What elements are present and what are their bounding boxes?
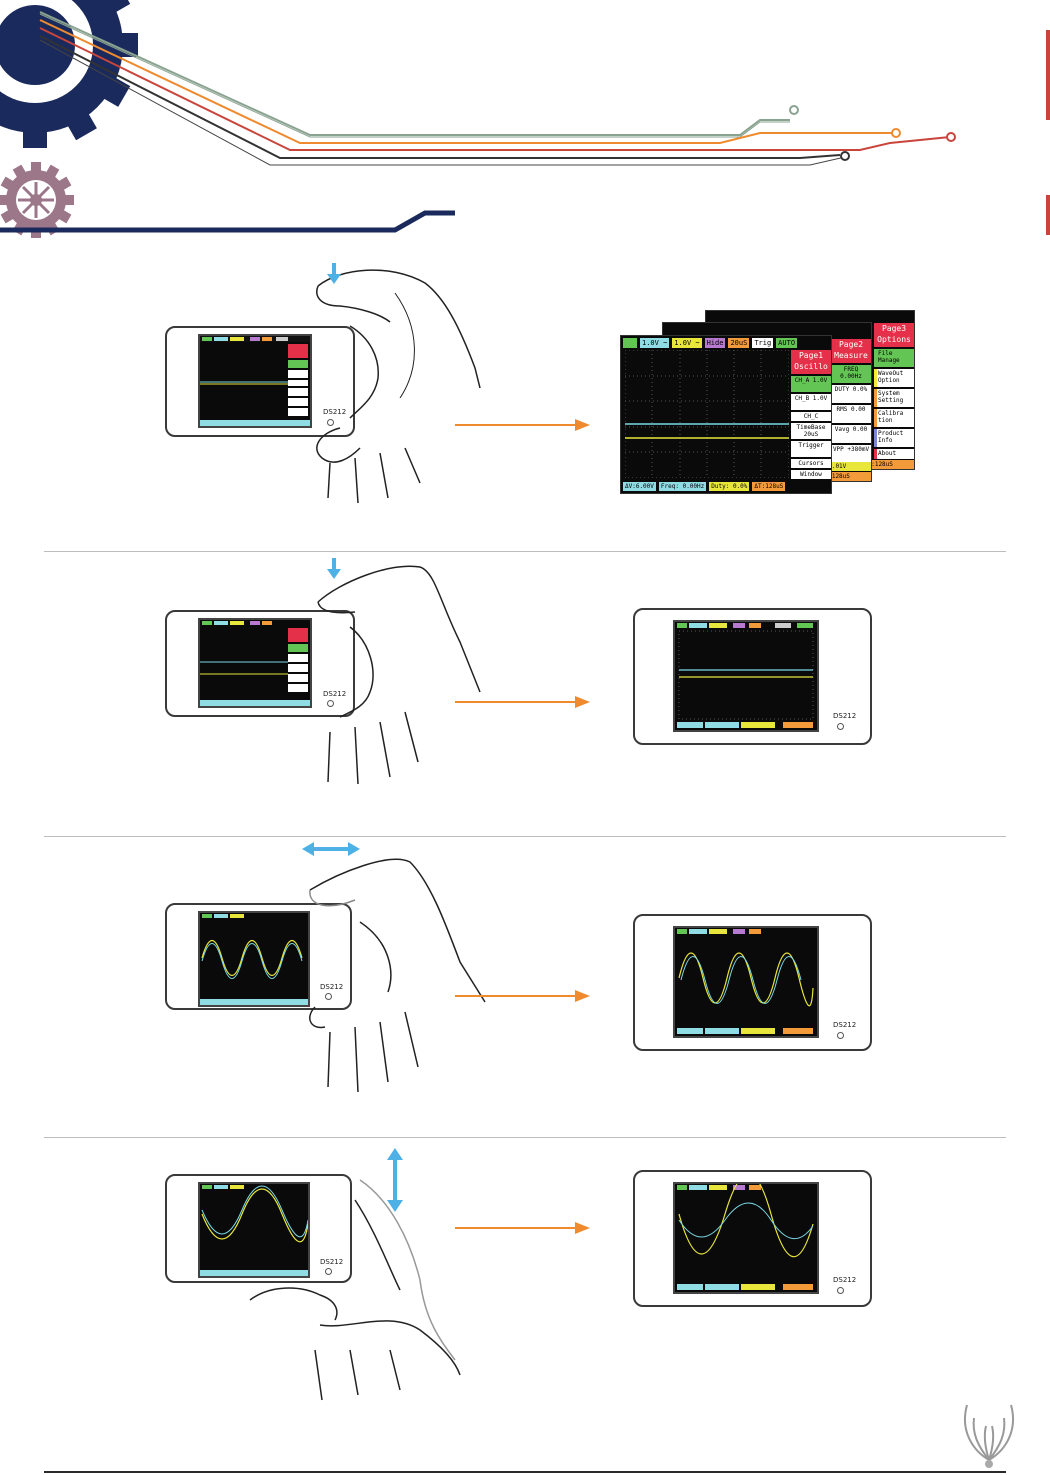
page2-status: ΔT:128uS bbox=[821, 472, 871, 481]
page2-status-left: δ:4.01V bbox=[821, 462, 871, 471]
gear-icon bbox=[0, 0, 138, 148]
screen-statusbar: ΔV:6.00V Freq: 0.00Hz Duty: 0.0% ΔT:128u… bbox=[623, 482, 786, 491]
page1-item[interactable]: TimeBase 20uS bbox=[791, 423, 831, 439]
power-led bbox=[325, 993, 332, 1000]
battery-icon bbox=[623, 338, 637, 348]
page3-item[interactable]: File Manage bbox=[874, 349, 914, 367]
page1-item[interactable]: CH_C bbox=[791, 412, 831, 421]
screen-page1: 1.0V ~ 1.0V ~ Hide 20uS Trig AUTO Page1 … bbox=[620, 335, 832, 494]
section-divider bbox=[44, 836, 1006, 837]
header-decoration bbox=[0, 0, 1050, 238]
hand-illustration bbox=[309, 858, 486, 1093]
small-gear-icon bbox=[0, 162, 74, 238]
page3-item[interactable]: About bbox=[874, 449, 914, 459]
section-divider bbox=[44, 551, 1006, 552]
tap-arrow-icon bbox=[327, 558, 341, 579]
phoenix-logo-icon bbox=[963, 1404, 1015, 1468]
device-screen bbox=[198, 1182, 310, 1278]
page3-item[interactable]: Calibra tion bbox=[874, 409, 914, 427]
page2-item[interactable]: VPP +380mV bbox=[831, 445, 871, 463]
power-led bbox=[837, 1287, 844, 1294]
section-divider bbox=[44, 1137, 1006, 1138]
device-result-3: DS212 bbox=[633, 914, 872, 1051]
swipe-vertical-icon bbox=[387, 1148, 403, 1212]
right-arrow-icon bbox=[455, 696, 590, 708]
device-screen bbox=[673, 620, 819, 732]
hand-illustration bbox=[249, 1179, 461, 1401]
toolbar-timebase[interactable]: 20uS bbox=[728, 338, 750, 348]
toolbar-trigger[interactable]: Trig bbox=[752, 338, 774, 348]
page1-title-1: Page1 bbox=[798, 351, 824, 360]
toolbar-ch-b[interactable]: 1.0V ~ bbox=[672, 338, 702, 348]
page1-title[interactable]: Page1 Oscillo bbox=[791, 350, 831, 374]
device-held-4: DS212 bbox=[165, 1174, 352, 1283]
page1-item[interactable]: CH_B 1.0V bbox=[791, 394, 831, 410]
page2-item[interactable]: Vavg 0.00 bbox=[831, 425, 871, 443]
model-label: DS212 bbox=[833, 1276, 857, 1284]
footer-rule bbox=[44, 1471, 1006, 1473]
screen-toolbar: 1.0V ~ 1.0V ~ Hide 20uS Trig AUTO bbox=[623, 338, 798, 348]
toolbar-mode[interactable]: AUTO bbox=[776, 338, 798, 348]
page2-item[interactable]: FREQ 0.00Hz bbox=[831, 365, 871, 383]
device-result-4: DS212 bbox=[633, 1170, 872, 1307]
tap-arrow-icon bbox=[327, 263, 341, 284]
page1-item[interactable]: Window bbox=[791, 470, 831, 479]
swipe-horizontal-icon bbox=[302, 842, 360, 856]
model-label: DS212 bbox=[320, 1258, 344, 1266]
right-arrow-icon bbox=[455, 419, 590, 431]
power-led bbox=[327, 700, 334, 707]
model-label: DS212 bbox=[833, 712, 857, 720]
power-led bbox=[325, 1268, 332, 1275]
toolbar-ch-c[interactable]: Hide bbox=[704, 338, 726, 348]
device-screen bbox=[198, 334, 312, 428]
status-volt: ΔV:6.00V bbox=[623, 482, 656, 491]
device-held-2: DS212 bbox=[165, 610, 355, 717]
page3-status: ΔT:128uS bbox=[864, 460, 914, 469]
power-led bbox=[837, 1032, 844, 1039]
page3-item[interactable]: WaveOut Option bbox=[874, 369, 914, 387]
right-arrow-icon bbox=[455, 990, 590, 1002]
status-duty: Duty: 0.0% bbox=[709, 482, 750, 491]
model-label: DS212 bbox=[323, 408, 347, 416]
device-screen bbox=[198, 618, 312, 708]
page2-item[interactable]: RMS 0.00 bbox=[831, 405, 871, 423]
device-held-1: DS212 bbox=[165, 326, 355, 437]
power-led bbox=[327, 419, 334, 426]
device-screen bbox=[673, 1173, 819, 1294]
power-led bbox=[837, 723, 844, 730]
page2-title-2: Measure bbox=[834, 351, 868, 360]
page3-title-2: Options bbox=[877, 335, 911, 344]
model-label: DS212 bbox=[833, 1021, 857, 1029]
page3-item[interactable]: Product Info bbox=[874, 429, 914, 447]
device-result-2: DS212 bbox=[633, 608, 872, 745]
device-screen bbox=[198, 911, 310, 1007]
status-time: ΔT:128uS bbox=[752, 482, 786, 491]
page1-item[interactable]: Trigger bbox=[791, 441, 831, 457]
page3-item[interactable]: System Setting bbox=[874, 389, 914, 407]
page2-title-1: Page2 bbox=[838, 340, 864, 349]
page3-title-1: Page3 bbox=[881, 324, 907, 333]
model-label: DS212 bbox=[320, 983, 344, 991]
page1-item[interactable]: Cursors bbox=[791, 459, 831, 468]
hand-illustration bbox=[317, 565, 481, 785]
model-label: DS212 bbox=[323, 690, 347, 698]
hand-illustration bbox=[316, 269, 481, 504]
device-held-3: DS212 bbox=[165, 903, 352, 1010]
page2-item[interactable]: DUTY 0.0% bbox=[831, 385, 871, 403]
page1-item[interactable]: CH_A 1.0V bbox=[791, 376, 831, 392]
status-freq: Freq: 0.00Hz bbox=[658, 482, 707, 491]
right-arrow-icon bbox=[455, 1222, 590, 1234]
page1-title-2: Oscillo bbox=[794, 362, 828, 371]
waveform-grid bbox=[625, 350, 789, 478]
device-screen bbox=[673, 926, 819, 1038]
toolbar-ch-a[interactable]: 1.0V ~ bbox=[640, 338, 670, 348]
